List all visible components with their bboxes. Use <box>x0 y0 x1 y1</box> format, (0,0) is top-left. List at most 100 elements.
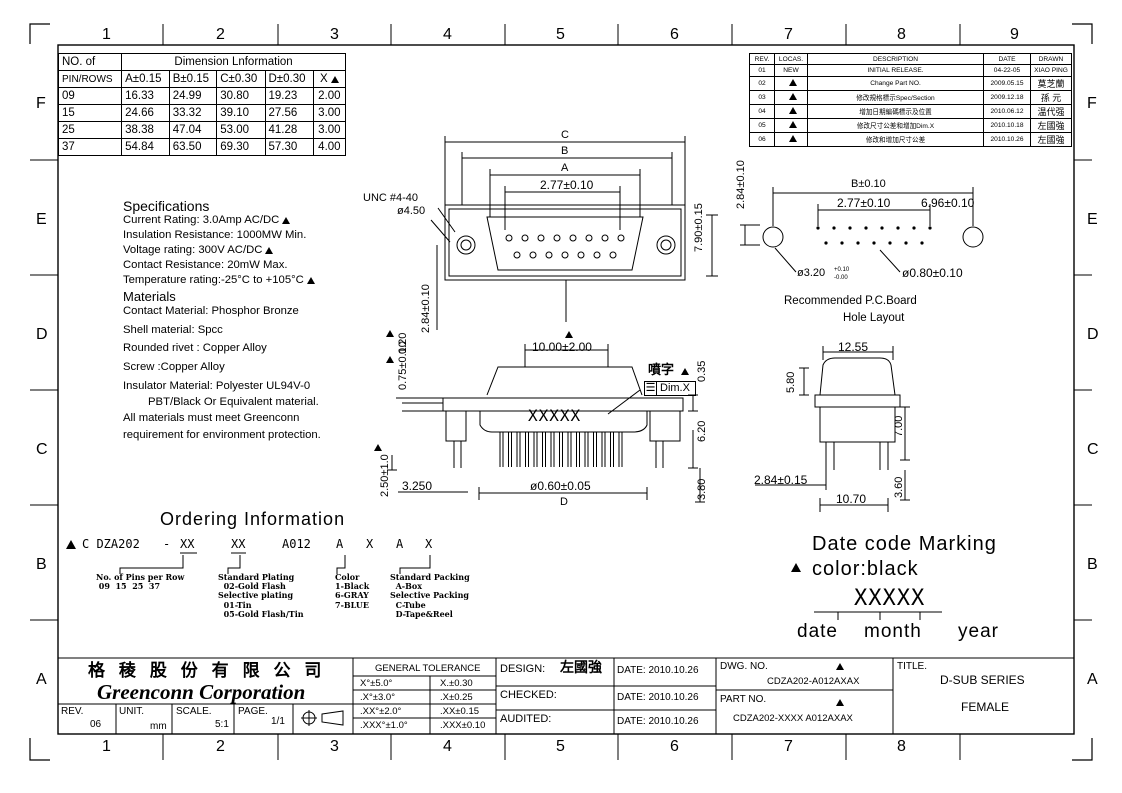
pcb-hole <box>864 226 868 230</box>
side-dim-250: 2.50±1.0 <box>379 454 391 497</box>
contact-pin <box>609 251 617 259</box>
front-dim-a: A <box>561 162 569 174</box>
tolerance-cell: X°±5.0° <box>360 678 393 689</box>
side-pin <box>525 432 529 467</box>
column-label-bottom-2: 2 <box>216 738 225 755</box>
front-pitch: 2.77±0.10 <box>540 178 594 192</box>
contact-pin <box>505 234 513 242</box>
contact-pin <box>553 234 561 242</box>
contact-pin <box>577 251 585 259</box>
audited-date-label: DATE: <box>617 716 646 727</box>
ordering-note-pins: No. of Pins per Row 09 15 25 37 <box>96 572 185 592</box>
column-label-top-5: 5 <box>556 26 565 43</box>
side-pin <box>576 432 580 467</box>
revision-triangle-icon <box>788 79 797 87</box>
row-label-right-B: B <box>1087 556 1098 573</box>
spec-line: Voltage rating: 300V AC/DC <box>123 244 274 256</box>
dwg-no-label: DWG. NO. <box>720 661 768 672</box>
dimension-table: NO. of Dimension Lnformation PIN/ROWS A±… <box>57 53 347 156</box>
revision-cell: 左國強 <box>1030 117 1072 133</box>
material-line: Insulator Material: Polyester UL94V-0 <box>123 380 311 392</box>
spec-line-text: Current Rating: 3.0Amp AC/DC <box>123 214 280 226</box>
row-label-right-C: C <box>1087 441 1099 458</box>
pcb-row-spacing: 2.84±0.10 <box>735 160 747 209</box>
side-pin <box>601 432 606 467</box>
front-dim-b: B <box>561 145 569 157</box>
revision-cell: 2010.06.12 <box>983 103 1031 119</box>
row-label-left-B: B <box>36 556 47 573</box>
ordering-code-a012: A012 <box>282 537 311 551</box>
date-code-marking: XXXXX <box>854 586 926 611</box>
contact-pin <box>617 234 625 242</box>
revision-cell: NEW <box>774 64 808 77</box>
ordering-code-dash: - <box>163 537 171 551</box>
material-line: Shell material: Spcc <box>123 324 223 336</box>
date-code-title: Date code Marking <box>812 533 997 555</box>
contact-pin <box>513 251 521 259</box>
column-label-bottom-1: 1 <box>102 738 111 755</box>
side-dim-075: 0.75±0.10 <box>397 341 409 390</box>
page-label: PAGE. <box>238 706 268 717</box>
dim-075-revision-icon <box>386 356 394 363</box>
row-label-left-F: F <box>36 95 46 112</box>
design-label: DESIGN: <box>500 663 546 675</box>
dimension-table-cell: 19.23 <box>264 87 314 105</box>
spec-line: Temperature rating:-25°C to +105°C <box>123 274 315 286</box>
specifications-heading: Specifications <box>123 198 210 214</box>
part-no-label: PART NO. <box>720 694 767 705</box>
column-label-top-1: 1 <box>102 26 111 43</box>
row-label-right-E: E <box>1087 211 1098 228</box>
spec-line-text: Contact Resistance: 20mW Max. <box>123 259 288 271</box>
side-dim-035: 0.35 <box>696 360 708 382</box>
tolerance-cell: .XXX°±1.0° <box>360 720 408 731</box>
scale-value: 5:1 <box>215 719 229 730</box>
column-label-bottom-4: 4 <box>443 738 452 755</box>
revision-cell: 2010.10.18 <box>983 117 1031 133</box>
revision-cell: 2009.05.15 <box>983 75 1031 91</box>
side-marking: XXXXX <box>528 406 582 425</box>
pcb-hole <box>872 241 876 245</box>
side-pin <box>533 432 538 467</box>
revision-cell: 06 <box>749 131 775 147</box>
audited-date-value: 2010.10.26 <box>648 716 699 727</box>
dimension-table-cell: 39.10 <box>216 104 266 122</box>
side-pin <box>550 432 555 467</box>
dimension-table-cell: 33.32 <box>168 104 218 122</box>
side-dim-380: 3.80 <box>696 478 708 500</box>
side-pin <box>542 432 546 467</box>
dimension-table-title: Dimension Lnformation <box>121 53 346 71</box>
revision-cell: 04 <box>749 103 775 119</box>
revision-cell <box>774 89 808 105</box>
dimension-table-no-of: NO. of <box>57 53 123 71</box>
pcb-pitch: 2.77±0.10 <box>837 196 891 210</box>
ordering-note-packing: Standard Packing A-Box Selective Packing… <box>390 572 470 619</box>
revision-header-locas: LOCAS. <box>774 52 808 66</box>
revision-header-drawn: DRAWN <box>1030 52 1072 66</box>
column-label-bottom-7: 7 <box>784 738 793 755</box>
dimension-table-header-d: D±0.30 <box>264 70 314 88</box>
dim-250-revision-icon <box>374 444 382 451</box>
dimension-table-header-b: B±0.15 <box>168 70 218 88</box>
checked-label: CHECKED: <box>500 689 557 701</box>
contact-pin <box>569 234 577 242</box>
audited-date: DATE: 2010.10.26 <box>617 717 699 727</box>
pcb-hole <box>840 241 844 245</box>
row-label-left-D: D <box>36 326 48 343</box>
side-pin <box>567 432 572 467</box>
revision-triangle-icon <box>330 76 339 83</box>
end-h360: 3.60 <box>893 476 905 498</box>
tolerance-cell: .XX±0.15 <box>440 706 480 717</box>
revision-cell: INITIAL RELEASE. <box>807 64 984 77</box>
dim-x-callout: ☰Dim.X <box>644 381 696 396</box>
pcb-mount-tol-plus: +0.10 <box>834 267 850 273</box>
column-label-top-6: 6 <box>670 26 679 43</box>
material-line: All materials must meet Greenconn <box>123 412 300 424</box>
